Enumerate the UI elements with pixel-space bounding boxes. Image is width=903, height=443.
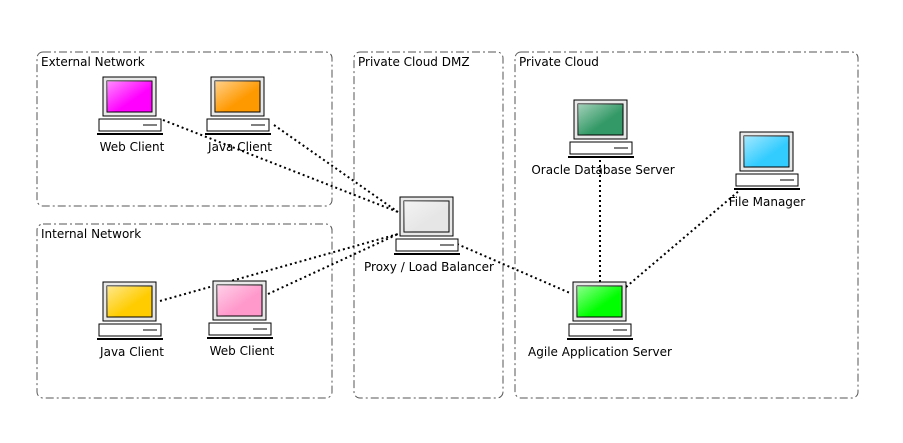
- node-label: Agile Application Server: [528, 345, 672, 359]
- connections: [159, 119, 741, 302]
- node-file-manager[interactable]: File Manager: [729, 131, 806, 209]
- node-proxy-load-balancer[interactable]: Proxy / Load Balancer: [364, 196, 494, 274]
- zone-internal-label: Internal Network: [41, 227, 141, 241]
- link-int-web-to-proxy: [267, 233, 399, 295]
- zone-internal-network: Internal Network: [36, 223, 333, 399]
- zone-private-label: Private Cloud: [519, 55, 599, 69]
- node-external-web-client[interactable]: Web Client: [97, 76, 165, 154]
- node-label: Oracle Database Server: [531, 163, 674, 177]
- node-label: Web Client: [100, 140, 165, 154]
- link-ext-web-to-proxy: [162, 119, 399, 213]
- link-int-java-to-proxy: [159, 233, 399, 302]
- node-label: Java Client: [99, 345, 164, 359]
- zone-external-label: External Network: [41, 55, 145, 69]
- node-internal-web-client[interactable]: Web Client: [207, 280, 275, 358]
- zone-external-network: External Network: [36, 51, 333, 207]
- node-label: Java Client: [207, 140, 272, 154]
- node-external-java-client[interactable]: Java Client: [205, 76, 272, 154]
- node-internal-java-client[interactable]: Java Client: [97, 281, 164, 359]
- node-label: Web Client: [210, 344, 275, 358]
- link-agile-to-file-manager: [625, 189, 741, 288]
- node-oracle-database-server[interactable]: Oracle Database Server: [531, 99, 675, 177]
- node-agile-application-server[interactable]: Agile Application Server: [528, 281, 672, 359]
- zone-dmz-label: Private Cloud DMZ: [358, 55, 470, 69]
- node-label: Proxy / Load Balancer: [364, 260, 494, 274]
- node-label: File Manager: [729, 195, 806, 209]
- link-ext-java-to-proxy: [273, 124, 399, 213]
- zone-private-cloud-dmz: Private Cloud DMZ: [353, 51, 504, 399]
- zone-private-cloud: Private Cloud: [514, 51, 859, 399]
- link-proxy-to-agile: [456, 243, 571, 294]
